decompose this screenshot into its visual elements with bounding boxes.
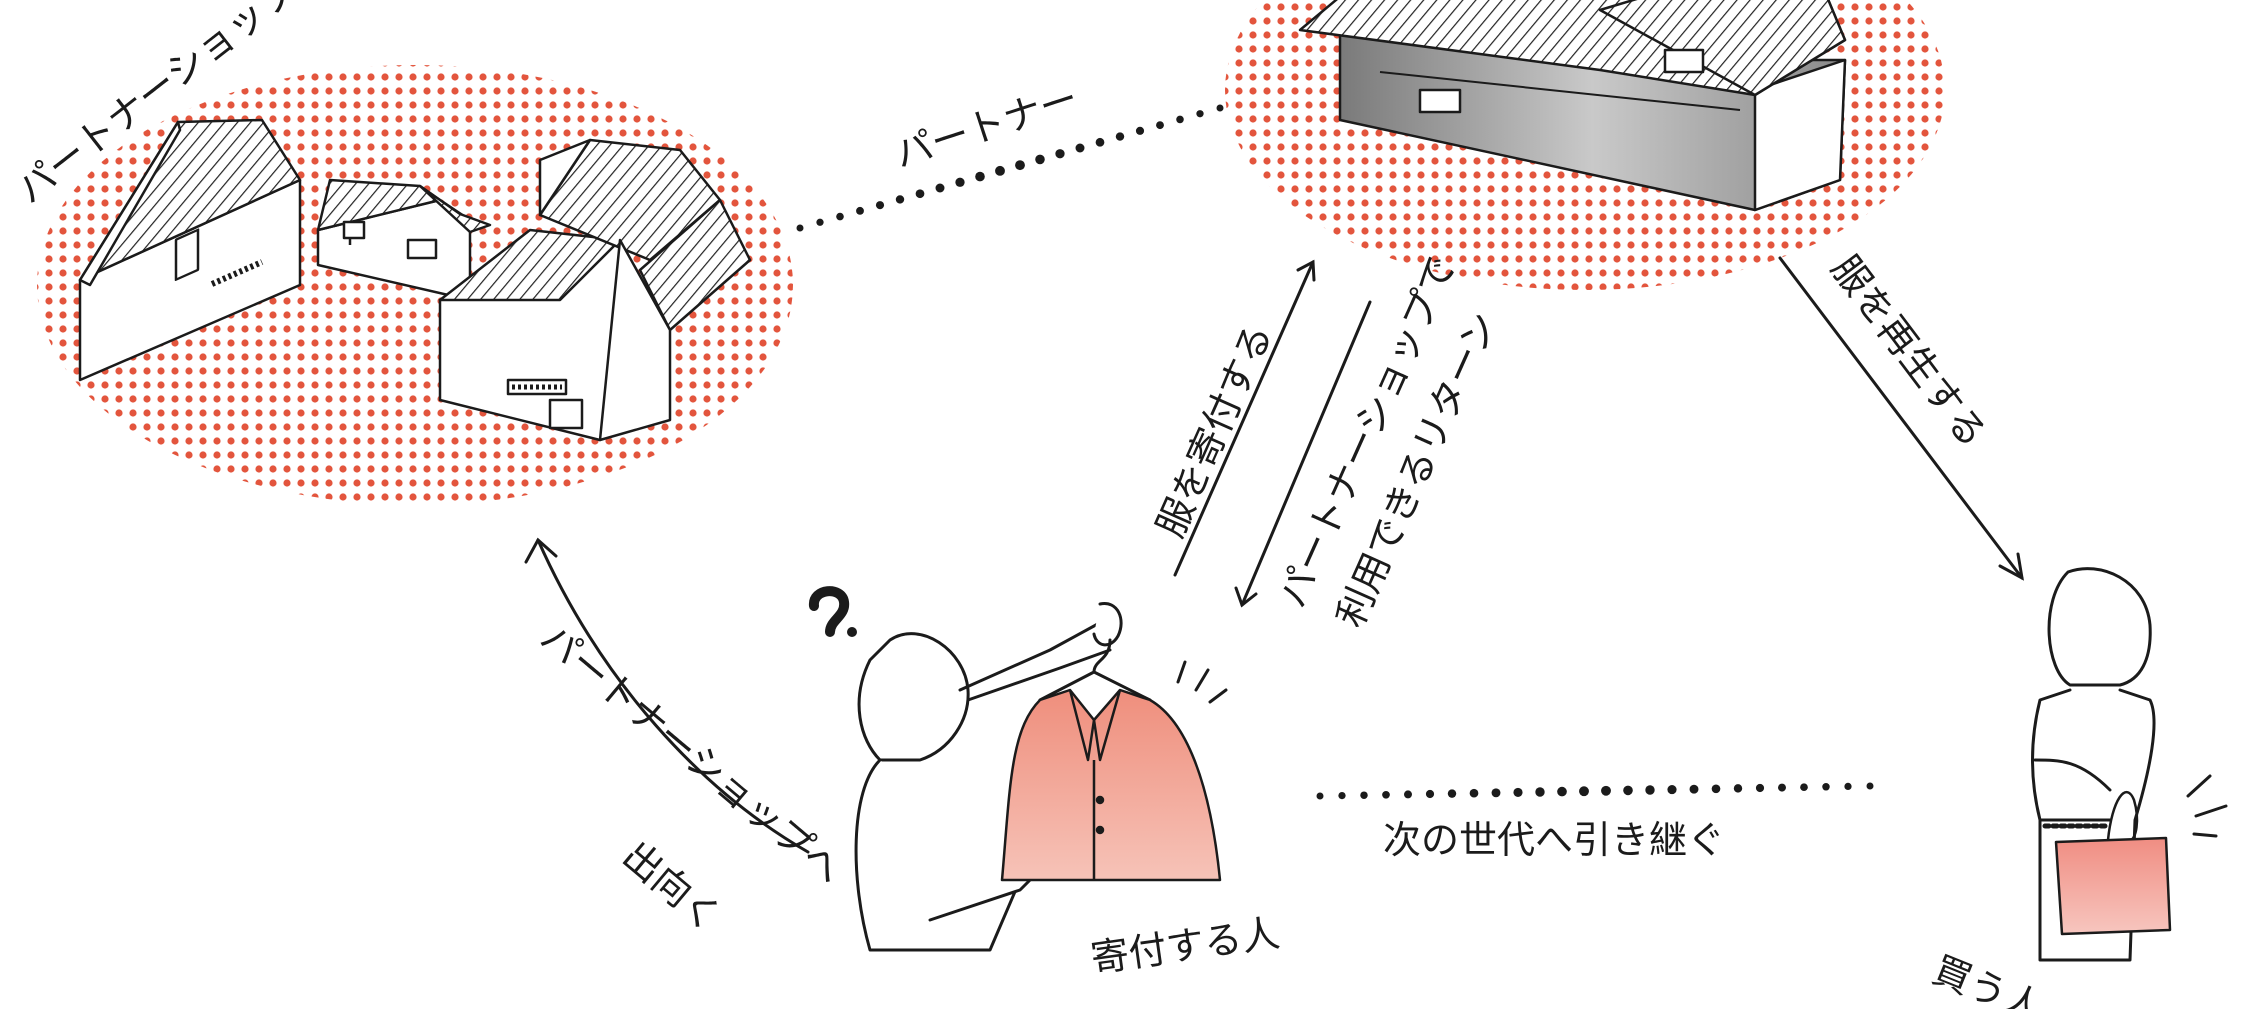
edge-visit-label-2: 出向く	[614, 833, 730, 940]
pass-on-dot	[1866, 782, 1874, 790]
buyer-node: 買う人	[1927, 567, 2228, 1009]
pass-on-dot	[1557, 786, 1567, 797]
tote-bag-icon	[2054, 791, 2172, 936]
pass-on-dot	[1469, 788, 1479, 798]
pass-on-dot	[1822, 783, 1830, 791]
partner-link-dot	[895, 195, 905, 204]
hanger-icon	[1038, 638, 1152, 702]
edge-regenerate	[1778, 256, 2024, 581]
pass-on-dot	[1447, 789, 1457, 798]
partner-link-dot	[1095, 137, 1105, 147]
pass-on-dot	[1844, 782, 1852, 791]
edge-donate-label: 服を寄付する	[1148, 317, 1281, 543]
edge-donate	[1173, 259, 1316, 577]
pass-on-dot	[1733, 784, 1743, 793]
partner-link-dot	[935, 183, 945, 193]
partner-link-dot	[1035, 154, 1045, 165]
pass-on-dot	[1711, 784, 1721, 794]
partner-link-dot	[836, 212, 844, 221]
pass-on-dot	[1579, 786, 1589, 797]
pass-on-dot	[1491, 788, 1501, 798]
pass-on-dot	[1535, 787, 1545, 797]
partner-link-dot	[1156, 121, 1164, 130]
donor-label: 寄付する人	[1088, 911, 1282, 981]
edge-partner-label: パートナー	[889, 76, 1083, 177]
partner-link-dot	[955, 177, 965, 187]
pass-on-dot	[1755, 783, 1765, 793]
warehouse-right-icon	[438, 138, 752, 442]
edge-visit	[524, 537, 810, 854]
partner-link-dot	[1196, 110, 1204, 118]
edge-return	[1234, 300, 1372, 608]
pass-on-dot	[1404, 790, 1412, 799]
jacket-icon	[1000, 688, 1222, 882]
pass-on-dot	[1667, 785, 1677, 795]
edge-pass-on-label: 次の世代へ引き継ぐ	[1383, 818, 1725, 862]
buyer-label: 買う人	[1927, 948, 2049, 1009]
edge-visit-label-1: パートナーショップへ	[532, 615, 851, 892]
pass-on-dot	[1382, 790, 1390, 799]
pass-on-dot	[1513, 787, 1523, 797]
partner-link-dot	[856, 206, 864, 215]
partner-shop-node: パートナーショップ	[8, 0, 793, 505]
partner-link-dot	[1135, 126, 1145, 135]
edge-partner-link: パートナー	[796, 76, 1224, 232]
pass-on-dot	[1623, 785, 1633, 796]
donor-person-icon	[854, 602, 1123, 952]
partner-link-dot	[915, 189, 925, 199]
partner-link-dot	[1015, 160, 1025, 171]
partner-link-dot	[995, 165, 1005, 176]
pass-on-dot	[1778, 783, 1786, 792]
edge-pass-on: 次の世代へ引き継ぐ	[1316, 782, 1874, 862]
partner-link-dot	[1216, 104, 1224, 112]
pass-on-dot	[1338, 791, 1346, 800]
donor-sparkle-icon	[1176, 660, 1228, 704]
partner-link-dot	[1075, 143, 1085, 153]
partner-link-dot	[1055, 149, 1065, 159]
pass-on-dot	[1689, 784, 1699, 794]
partner-link-dot	[1176, 115, 1184, 124]
pass-on-dot	[1800, 783, 1808, 792]
pass-on-dot	[1645, 785, 1655, 795]
partner-link-dot	[975, 171, 985, 182]
question-mark-icon	[809, 586, 857, 637]
pass-on-dot	[1601, 785, 1611, 796]
pass-on-dot	[1316, 792, 1324, 800]
partner-link-dot	[875, 201, 885, 210]
pass-on-dot	[1425, 789, 1435, 799]
hub-node	[1225, 0, 1945, 290]
row-house-icon	[316, 178, 492, 302]
partner-link-dot	[816, 218, 824, 226]
hub-building-icon	[1298, 0, 1847, 212]
partner-link-dot	[796, 224, 804, 232]
pass-on-dot	[1360, 791, 1368, 799]
warehouse-left-icon	[78, 118, 302, 382]
partner-link-dot	[1115, 132, 1125, 141]
donor-node: 寄付する人	[809, 586, 1282, 981]
buyer-sparkle-icon	[2186, 774, 2228, 838]
